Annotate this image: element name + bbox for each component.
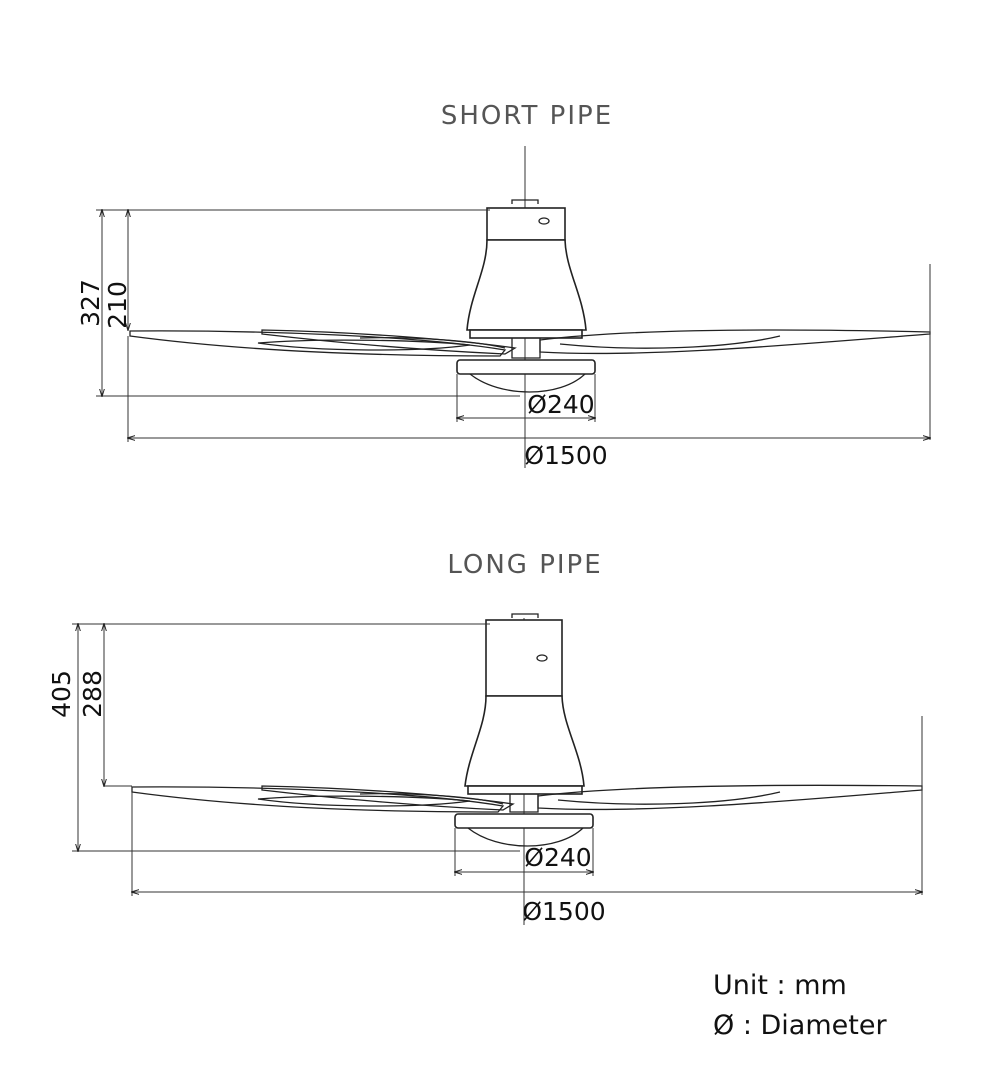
- long-pipe-diagram: LONG PIPE 405: [47, 550, 922, 926]
- short-pipe-overall-height: 327: [76, 279, 105, 327]
- short-pipe-title: SHORT PIPE: [441, 101, 613, 131]
- short-pipe-fan-body: [456, 199, 596, 393]
- long-pipe-title: LONG PIPE: [447, 550, 602, 580]
- long-pipe-blades: [131, 784, 923, 813]
- long-pipe-blade-diameter: Ø1500: [522, 897, 605, 926]
- long-pipe-body-height: 288: [78, 670, 107, 718]
- long-pipe-light-diameter: Ø240: [524, 843, 591, 872]
- legend: Unit : mm Ø : Diameter: [713, 966, 887, 1046]
- short-pipe-body-height: 210: [103, 281, 132, 329]
- diameter-note: Ø : Diameter: [713, 1010, 887, 1041]
- short-pipe-diagram: SHORT PIPE: [76, 101, 930, 470]
- long-pipe-overall-height: 405: [47, 670, 76, 718]
- short-pipe-blade-diameter: Ø1500: [524, 441, 607, 470]
- long-pipe-fan-body: [454, 613, 594, 847]
- unit-note: Unit : mm: [713, 970, 847, 1001]
- short-pipe-light-diameter: Ø240: [527, 390, 594, 419]
